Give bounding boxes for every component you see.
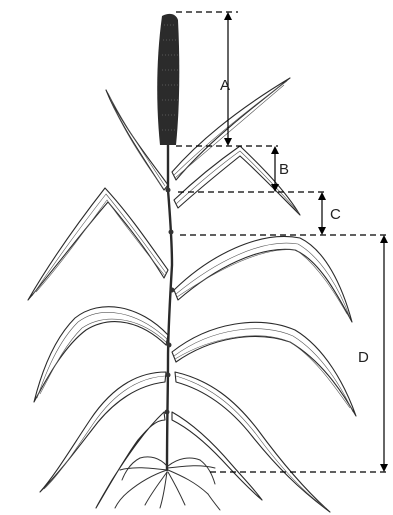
label-a: A xyxy=(220,77,230,94)
label-b: B xyxy=(279,161,289,178)
arrow-d xyxy=(380,235,388,472)
leaf xyxy=(174,237,352,322)
arrow-b xyxy=(271,146,279,192)
stem xyxy=(167,145,172,470)
arrow-c xyxy=(318,192,326,235)
leaf xyxy=(34,307,168,402)
leaf-group xyxy=(28,78,356,512)
panicle xyxy=(157,14,179,145)
label-c: C xyxy=(330,206,341,223)
leaf xyxy=(40,372,166,492)
leaf xyxy=(96,412,165,508)
leaf xyxy=(172,78,290,180)
label-d: D xyxy=(358,349,369,366)
